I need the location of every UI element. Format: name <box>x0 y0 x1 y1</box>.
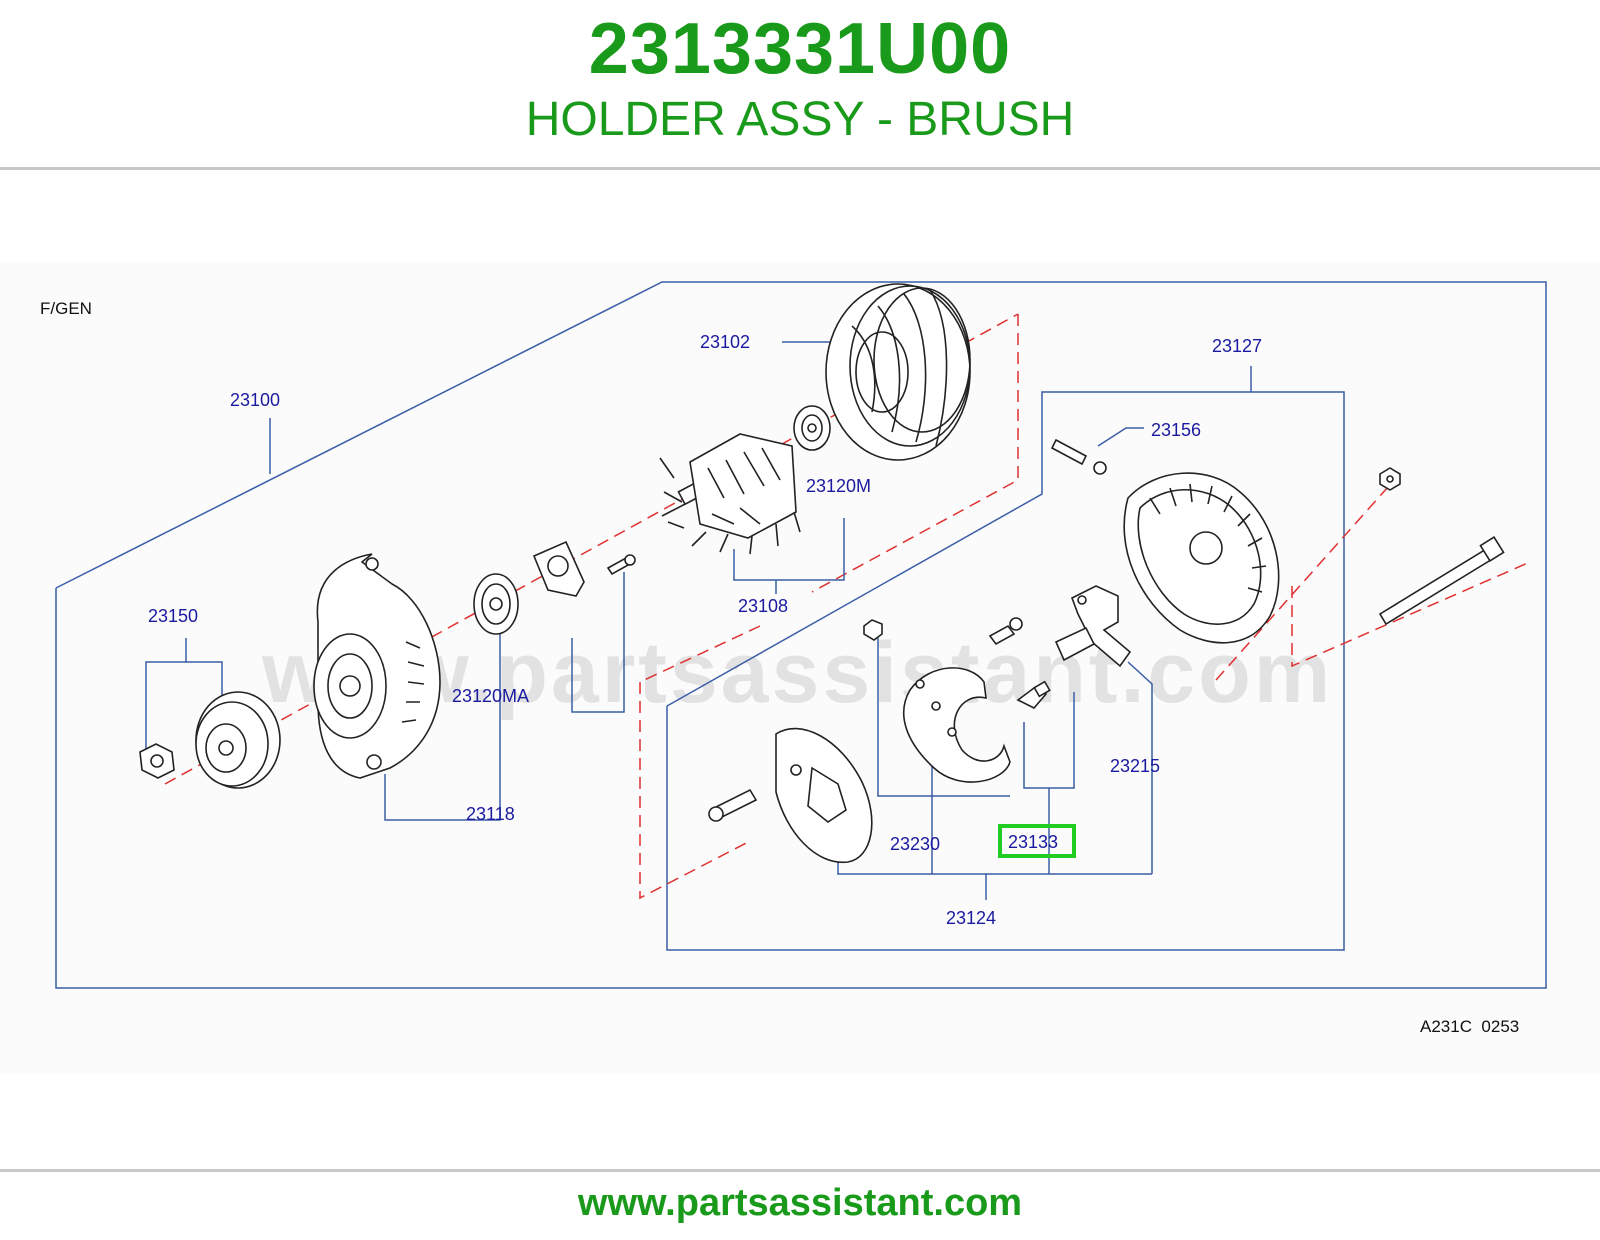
highlight-box <box>998 824 1076 858</box>
rear-cover-centerline <box>1291 561 1531 668</box>
rear-bolt-centerline <box>1215 477 1397 681</box>
end-plate-bolt <box>708 788 758 822</box>
reference-code: A231C 0253 <box>1420 1017 1519 1036</box>
header-divider <box>0 167 1600 170</box>
leader-23150-bracket <box>145 661 223 770</box>
main-axis-centerline <box>164 313 1019 785</box>
rear-bearing <box>793 405 831 451</box>
callout-23102: 23102 <box>700 332 750 352</box>
callout-23127: 23127 <box>1212 336 1262 356</box>
cover-nut <box>1379 467 1401 491</box>
exploded-parts-diagram: www.partsassistant.com <box>0 262 1600 1074</box>
footer-divider <box>0 1169 1600 1172</box>
callout-23215: 23215 <box>1110 756 1160 776</box>
page-header: 2313331U00 HOLDER ASSY - BRUSH <box>0 0 1600 168</box>
callout-23120M: 23120M <box>806 476 871 496</box>
retainer-screw <box>606 554 636 576</box>
callout-23100: 23100 <box>230 390 280 410</box>
front-bearing <box>473 573 519 635</box>
regulator <box>1070 585 1132 668</box>
leader-23124-bracket <box>837 860 1152 875</box>
end-plate <box>775 727 873 863</box>
brush-holder <box>1016 626 1096 709</box>
callout-23120MA: 23120MA <box>452 686 529 706</box>
bearing-retainer <box>532 540 585 597</box>
through-bolt <box>1378 536 1505 626</box>
callout-23124: 23124 <box>946 908 996 928</box>
leader-23215 <box>1127 661 1153 874</box>
callouts: 23100 23102 23127 23156 23120M 23108 231… <box>40 299 1519 1036</box>
part-drawings <box>139 283 1505 863</box>
diode-axis-centerline <box>639 625 761 683</box>
section-label: F/GEN <box>40 299 92 318</box>
diode-plate <box>902 667 1011 783</box>
callout-23156: 23156 <box>1151 420 1201 440</box>
callout-23118: 23118 <box>466 804 515 824</box>
frame-23127 <box>666 391 1345 951</box>
centerlines <box>164 313 1531 900</box>
frame-23100 <box>55 281 1547 989</box>
rotor <box>659 433 801 555</box>
callout-23230: 23230 <box>890 834 940 854</box>
part-name-subtitle: HOLDER ASSY - BRUSH <box>525 93 1075 146</box>
terminal-bolt <box>1050 438 1107 475</box>
leader-23108-bracket <box>733 518 845 581</box>
pulley <box>195 691 281 789</box>
callout-23133[interactable]: 23133 <box>1008 832 1058 852</box>
stator <box>825 283 971 461</box>
leader-23118 <box>384 626 501 821</box>
pulley-nut <box>139 743 175 779</box>
leader-lines <box>145 341 1252 900</box>
leader-23230-bracket <box>877 638 1010 797</box>
rear-axis-centerline <box>639 682 753 900</box>
rear-cover <box>1123 472 1280 644</box>
leader-23156 <box>1097 427 1144 447</box>
callout-23150: 23150 <box>148 606 198 626</box>
diagram-svg: 23100 23102 23127 23156 23120M 23108 231… <box>40 281 1547 1036</box>
footer-website-link[interactable]: www.partsassistant.com <box>577 1182 1023 1224</box>
plate-nut <box>863 619 883 641</box>
plate-screw <box>988 617 1023 646</box>
leader-23120MA-bracket <box>571 572 625 713</box>
callout-23108: 23108 <box>738 596 788 616</box>
assembly-frames <box>55 281 1547 989</box>
part-number-title: 2313331U00 <box>588 9 1012 89</box>
front-housing <box>313 553 441 779</box>
